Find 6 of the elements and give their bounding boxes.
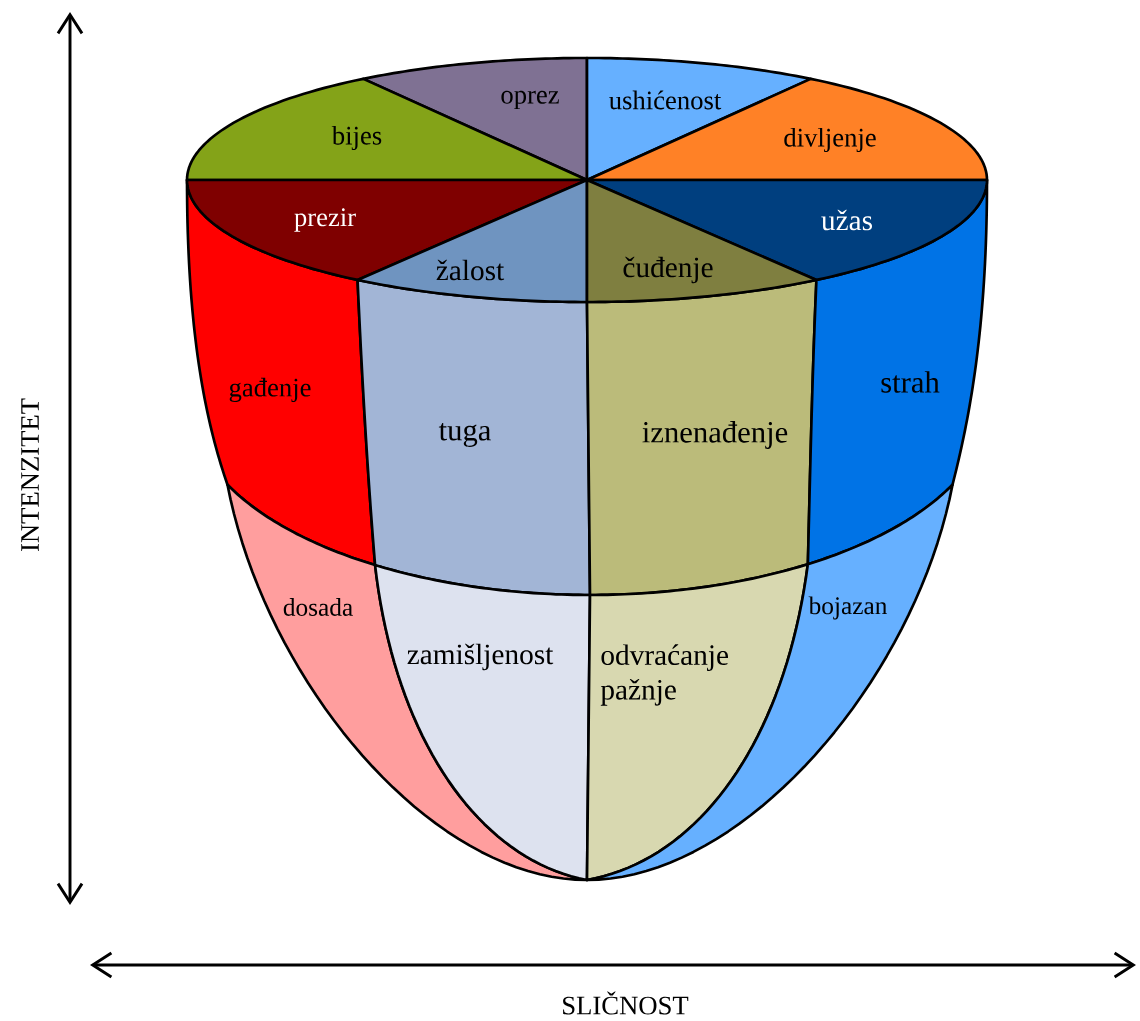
segment: žalost bbox=[356, 178, 589, 304]
segment: odvraćanje pažnje bbox=[585, 562, 810, 882]
axis-label: INTENZITET bbox=[21, 398, 39, 552]
axis-label: SLIČNOST bbox=[563, 991, 689, 1015]
segment: čuđenje bbox=[585, 178, 818, 304]
segment: zamišljenost bbox=[373, 563, 592, 882]
